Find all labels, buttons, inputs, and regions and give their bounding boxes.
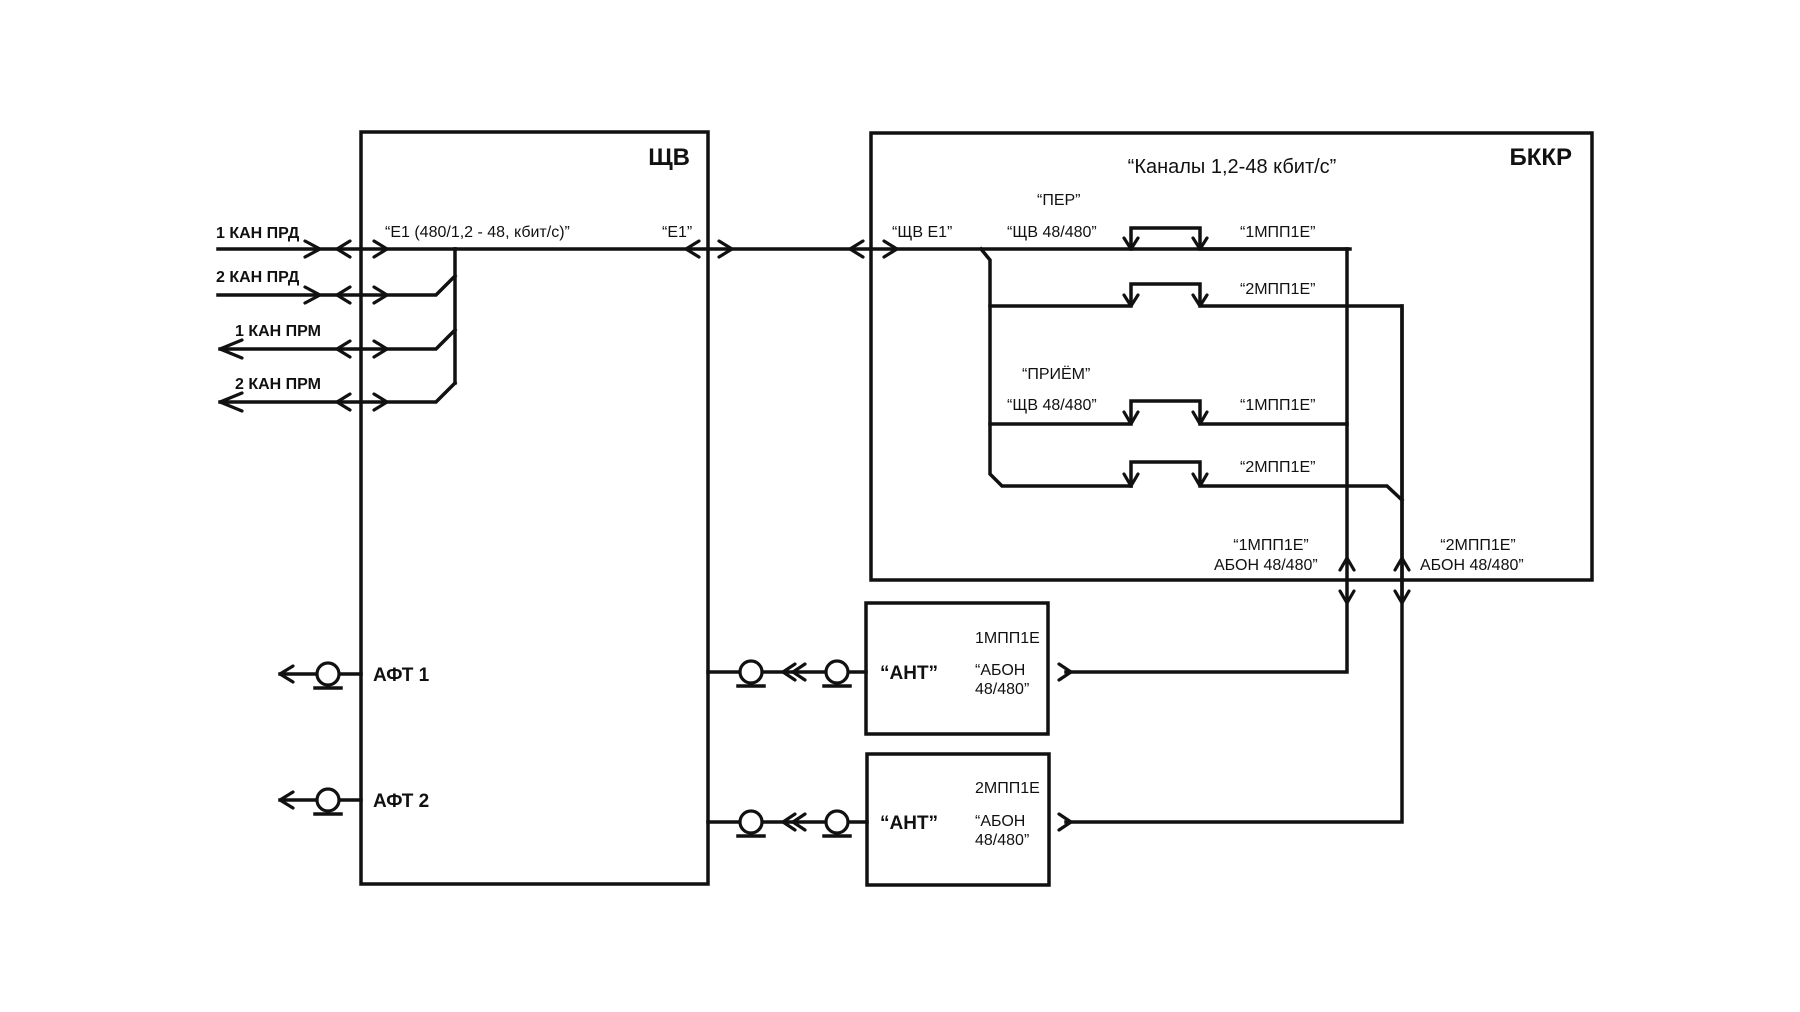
rx-path-mpp1 [988,399,1349,426]
coax-connector-icon [315,661,341,687]
e1-rate-label: “E1 (480/1,2 - 48, кбит/с)” [385,224,570,241]
ch2-rx-label: 2 КАН ПРМ [235,376,321,393]
ant2-port-line2: 48/480” [975,832,1029,849]
ant1-port-arrow [1057,662,1073,682]
ant2-title: “АНТ” [880,813,938,834]
ch1-rx-line [218,327,458,360]
aft1-output [278,661,363,690]
ant1-block [864,601,1050,736]
abon2-bus [1064,304,1411,824]
mpp2-rx-label: “2МПП1Е” [1240,459,1315,476]
schv-48-480-rx-label: “ЩВ 48/480” [1007,397,1097,414]
rx-path-mpp2 [1122,460,1405,503]
ant1-name: 1МПП1Е [975,630,1040,647]
schv-title: ЩВ [648,144,690,171]
feeder-2 [706,809,869,838]
ant2-port-arrow [1057,812,1073,832]
coax-connector-icon [738,809,764,835]
coax-connector-icon [824,809,850,835]
mpp1-tx-label: “1МПП1Е” [1240,224,1315,241]
ant2-port-line1: “АБОН [975,813,1025,830]
ch1-rx-label: 1 КАН ПРМ [235,323,321,340]
ant1-port-line1: “АБОН [975,662,1025,679]
ch2-tx-line [216,273,458,305]
bkkr-subtitle: “Каналы 1,2-48 кбит/с” [1128,156,1337,178]
tx-path-mpp1 [1122,226,1349,251]
ant1-title: “АНТ” [880,663,938,684]
coax-connector-icon [738,659,764,685]
ant2-block [865,752,1051,887]
abon2-port: АБОН 48/480” [1420,557,1524,574]
ant1-port-line2: 48/480” [975,681,1029,698]
abon1-port: АБОН 48/480” [1214,557,1318,574]
ant2-port: “АБОН 48/480” [975,813,1029,849]
abon2-name: “2МПП1Е” [1440,537,1515,554]
ch1-tx-label: 1 КАН ПРД [216,225,300,242]
ch2-rx-line [218,380,458,413]
aft2-label: АФТ 2 [373,791,429,812]
bkkr-distribution-bus [978,246,1133,488]
abon1-name: “1МПП1Е” [1233,537,1308,554]
aft2-output [278,787,363,816]
priem-label: “ПРИЁМ” [1022,365,1090,383]
abon1-bus [1064,247,1356,674]
feeder-1 [706,659,868,688]
mpp1-rx-label: “1МПП1Е” [1240,397,1315,414]
bkkr-block [869,131,1594,582]
e1-port-label: “E1” [662,224,692,241]
schv-block [359,130,710,886]
ant2-name: 2МПП1Е [975,780,1040,797]
ch1-tx-line [216,239,457,259]
ch2-tx-label: 2 КАН ПРД [216,269,300,286]
coax-connector-icon [824,659,850,685]
aft1-label: АФТ 1 [373,665,430,686]
tx-path-mpp2 [988,282,1404,602]
schv-48-480-tx-label: “ЩВ 48/480” [1007,224,1097,241]
per-label: “ПЕР” [1037,192,1081,209]
ant1-port: “АБОН 48/480” [975,662,1029,698]
bkkr-title: БККР [1509,144,1572,171]
coax-connector-icon [315,787,341,813]
schv-e1-label: “ЩВ E1” [892,224,952,241]
mpp2-tx-label: “2МПП1Е” [1240,281,1315,298]
